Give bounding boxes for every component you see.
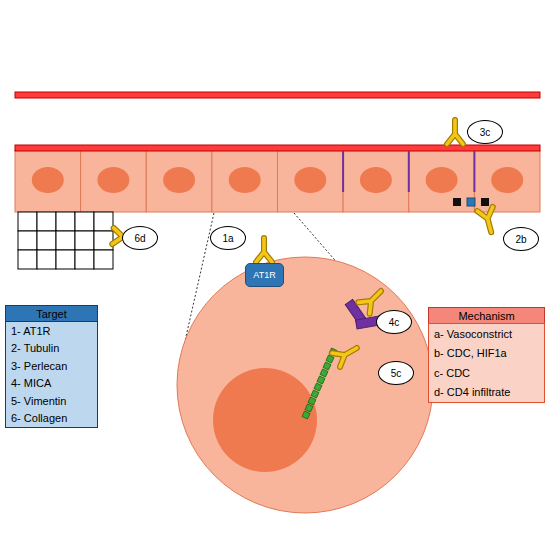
antibody (256, 238, 272, 262)
node-text: Target (36, 308, 67, 320)
table-header: Target (5, 305, 98, 322)
chain-link (302, 411, 310, 419)
chain-link (323, 362, 331, 370)
antibody (332, 341, 361, 367)
cell (81, 150, 147, 212)
grid-square (94, 231, 113, 250)
node-text: 5- Vimentin (11, 395, 66, 407)
antibody (447, 120, 463, 144)
nuclei (32, 167, 523, 193)
nucleus (294, 167, 326, 193)
tubulin-marker (481, 198, 489, 206)
grid-square (94, 250, 113, 269)
cell (343, 150, 409, 212)
node-text: 4- MICA (11, 377, 51, 389)
grid-square (75, 231, 94, 250)
node-text: 2b (515, 234, 526, 245)
nucleus (97, 167, 129, 193)
node-text: 1- AT1R (11, 325, 51, 337)
table-header: Mechanism (428, 307, 545, 324)
grid-square (56, 212, 75, 231)
grid-square (18, 212, 37, 231)
enlarged-cell (177, 257, 433, 513)
nucleus (163, 167, 195, 193)
grid-square (94, 212, 113, 231)
chain-link (314, 383, 322, 391)
grid-square (18, 250, 37, 269)
callout-number: 1a (210, 226, 246, 250)
chain-link (305, 404, 313, 412)
vimentin-chain (302, 348, 337, 419)
callout-number: 3c (467, 120, 503, 144)
node-text: 1a (222, 233, 233, 244)
callout-number: 4c (376, 310, 412, 334)
node-text: 3c (480, 127, 491, 138)
cell (212, 150, 278, 212)
callout-number: 5c (378, 361, 414, 385)
antibody (477, 207, 499, 234)
node-text: AT1R (253, 270, 275, 280)
grid-square (37, 231, 56, 250)
node-text: 6- Collagen (11, 412, 67, 424)
grid-square (75, 250, 94, 269)
junction-line (342, 151, 344, 192)
receptor-box: AT1R (245, 263, 284, 287)
vessel-wall-line (15, 92, 540, 98)
antibody (358, 285, 386, 313)
tubulin-marker (467, 198, 475, 206)
node-text: d- CD4 infiltrate (434, 386, 510, 398)
grid-square (75, 212, 94, 231)
junction-line (408, 151, 410, 192)
node-text: 4c (389, 317, 400, 328)
grid-square (56, 250, 75, 269)
grid-square (37, 212, 56, 231)
endothelial-cells (15, 150, 540, 212)
chain-link (317, 376, 325, 384)
cell (278, 150, 344, 212)
tubulin-marker (453, 198, 461, 206)
table-body: a- Vasoconstrict b- CDC, HIF1a c- CDC d- CD… (428, 323, 545, 403)
table-body: 1- AT1R 2- Tubulin 3- Perlecan 4- MICA 5- Vi… (5, 321, 98, 428)
node-text: a- Vasoconstrict (434, 328, 512, 340)
enlarged-nucleus (213, 368, 317, 472)
cell (15, 150, 81, 212)
grid-square (56, 231, 75, 250)
cell (409, 150, 475, 212)
cell-junctions (343, 151, 474, 192)
nucleus (426, 167, 458, 193)
cell (146, 150, 212, 212)
nucleus (491, 167, 523, 193)
node-text: 6d (134, 233, 145, 244)
node-text: c- CDC (434, 367, 470, 379)
nucleus (229, 167, 261, 193)
chain-link (308, 397, 316, 405)
node-text: 2- Tubulin (11, 342, 59, 354)
node-text: Mechanism (458, 310, 514, 322)
nucleus (32, 167, 64, 193)
chain-link (311, 390, 319, 398)
callout-number: 6d (122, 226, 158, 250)
cell (474, 150, 540, 212)
callout-number: 2b (503, 227, 539, 251)
grid-square (18, 231, 37, 250)
chain-link (320, 369, 328, 377)
grid-square (37, 250, 56, 269)
nucleus (360, 167, 392, 193)
node-text: 5c (391, 368, 402, 379)
junction-line (473, 151, 475, 192)
collagen-grid (18, 212, 113, 269)
node-text: 3- Perlecan (11, 360, 67, 372)
node-text: b- CDC, HIF1a (434, 347, 507, 359)
